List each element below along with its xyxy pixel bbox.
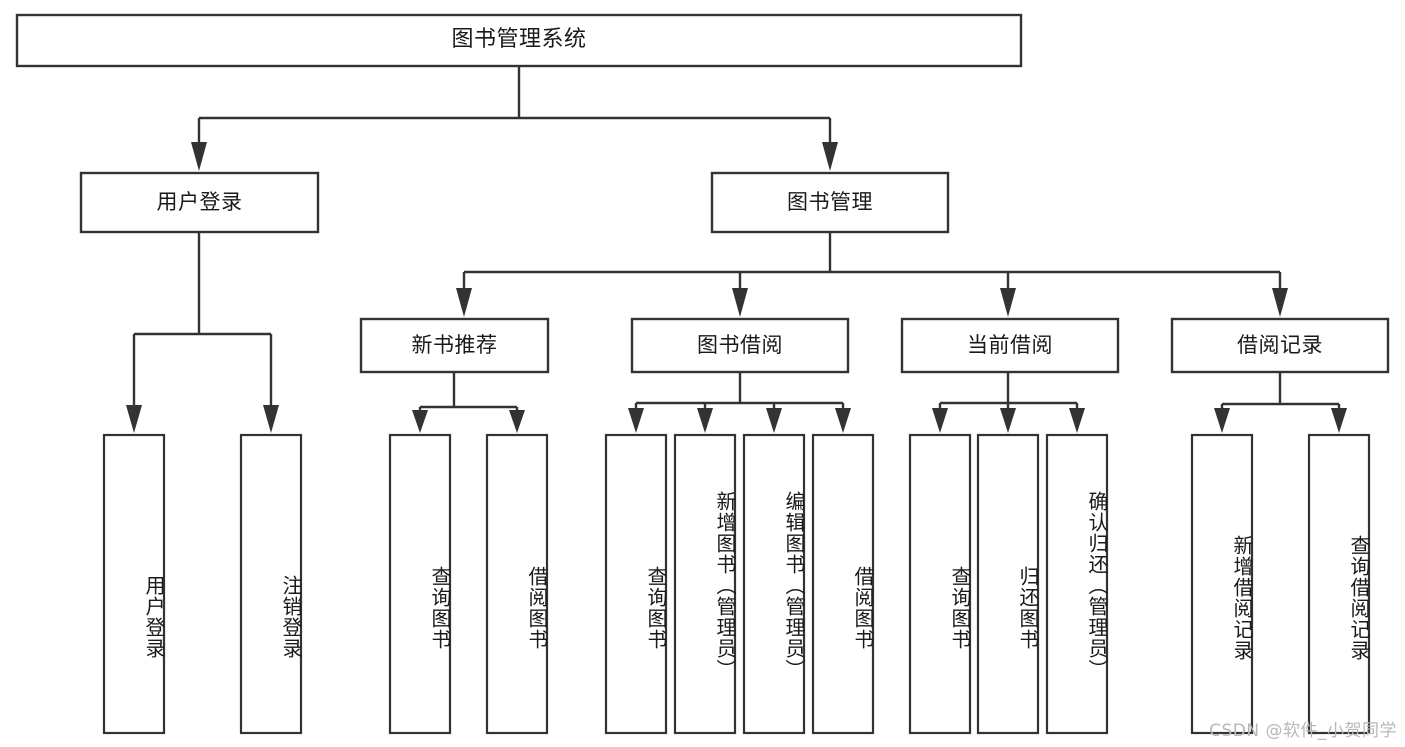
arrow-current-leaf-1 — [932, 408, 948, 433]
csdn-watermark: CSDN @软件_小贺同学 — [1209, 721, 1397, 741]
node-box-book-management[interactable] — [710, 171, 950, 234]
leaf-box-record-1[interactable] — [1190, 433, 1254, 735]
arrow-recommend-leaf-2 — [509, 410, 525, 433]
arrow-current-leaf-2 — [1000, 408, 1016, 433]
node-box-root[interactable] — [15, 13, 1023, 68]
node-box-user-login[interactable] — [79, 171, 320, 234]
node-box-book-borrow[interactable] — [630, 317, 850, 374]
leaf-box-borrow-2[interactable] — [673, 433, 737, 735]
arrow-userlogin-leaf-1 — [126, 405, 142, 433]
leaf-box-borrow-1[interactable] — [604, 433, 668, 735]
leaf-box-user-login-1[interactable] — [102, 433, 166, 735]
leaf-box-user-login-2[interactable] — [239, 433, 303, 735]
arrow-root-to-userlogin — [191, 142, 207, 171]
arrow-recommend-leaf-1 — [412, 410, 428, 433]
node-box-new-book-recommend[interactable] — [359, 317, 550, 374]
arrow-borrow-leaf-1 — [628, 408, 644, 433]
arrow-record-leaf-2 — [1331, 408, 1347, 433]
leaf-box-recommend-2[interactable] — [485, 433, 549, 735]
leaf-box-recommend-1[interactable] — [388, 433, 452, 735]
arrow-record-leaf-1 — [1214, 408, 1230, 433]
node-box-current-borrow[interactable] — [900, 317, 1120, 374]
arrow-bookmgmt-to-recommend — [456, 288, 472, 317]
arrow-userlogin-leaf-2 — [263, 405, 279, 433]
leaf-box-current-2[interactable] — [976, 433, 1040, 735]
leaf-box-current-1[interactable] — [908, 433, 972, 735]
leaf-box-borrow-4[interactable] — [811, 433, 875, 735]
arrow-current-leaf-3 — [1069, 408, 1085, 433]
node-box-borrow-record[interactable] — [1170, 317, 1390, 374]
leaf-box-borrow-3[interactable] — [742, 433, 806, 735]
arrow-root-to-bookmgmt — [822, 142, 838, 171]
leaf-box-record-2[interactable] — [1307, 433, 1371, 735]
arrow-borrow-leaf-4 — [835, 408, 851, 433]
arrow-borrow-leaf-3 — [766, 408, 782, 433]
arrow-borrow-leaf-2 — [697, 408, 713, 433]
arrow-bookmgmt-to-borrow — [732, 288, 748, 317]
arrow-bookmgmt-to-record — [1272, 288, 1288, 317]
leaf-box-current-3[interactable] — [1045, 433, 1109, 735]
arrow-bookmgmt-to-current — [1000, 288, 1016, 317]
